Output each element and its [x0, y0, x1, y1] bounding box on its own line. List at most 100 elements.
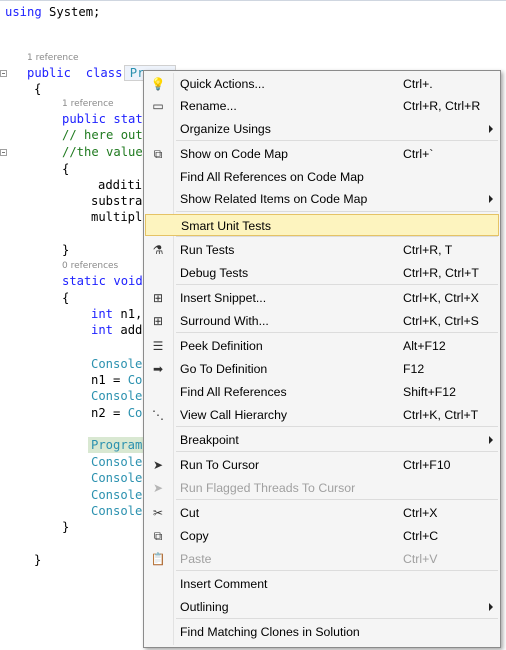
menu-item-run-flagged-threads-to-cursor: ➤Run Flagged Threads To Cursor — [145, 477, 499, 499]
code-map-icon: ⧉ — [153, 146, 163, 161]
console-line-4: Console — [91, 471, 143, 485]
context-menu: 💡Quick Actions...Ctrl+. ▭ Rename... Ctrl+R,… — [143, 70, 501, 648]
codelens-method1-references[interactable]: 1 reference — [62, 99, 114, 109]
submenu-arrow-icon — [489, 603, 493, 611]
menu-item-icon-slot — [149, 599, 167, 615]
editor-top-border — [0, 0, 506, 1]
menu-item-go-to-definition[interactable]: ➡ Go To Definition F12 — [145, 358, 499, 380]
menu-item-label: Show Related Items on Code Map — [180, 192, 368, 206]
goto-definition-icon: ➡ — [152, 362, 164, 376]
menu-item-shortcut: Ctrl+R, Ctrl+R — [403, 99, 481, 113]
menu-separator — [176, 284, 498, 285]
menu-item-shortcut: Ctrl+. — [403, 77, 433, 91]
call-hierarchy-icon: ⋱ — [152, 408, 164, 422]
menu-item-organize-usings[interactable]: Organize Usings — [145, 118, 499, 140]
menu-item-icon-slot — [149, 191, 167, 207]
menu-item-label: Paste — [180, 552, 212, 566]
menu-item-insert-snippet[interactable]: ⊞Insert Snippet...Ctrl+K, Ctrl+X — [145, 287, 499, 309]
menu-item-label: Insert Snippet... — [180, 291, 267, 305]
console-line-2: Console — [91, 389, 143, 403]
cursor-icon: ➤ — [152, 458, 164, 472]
menu-item-shortcut: Ctrl+K, Ctrl+T — [403, 408, 479, 422]
menu-item-shortcut: F12 — [403, 362, 425, 376]
highlight-program-call — [88, 437, 148, 453]
menu-item-show-related-items-on-code-map[interactable]: Show Related Items on Code Map — [145, 188, 499, 210]
menu-separator — [176, 570, 498, 571]
collapse-class-toggle[interactable] — [0, 70, 7, 77]
menu-item-shortcut: Ctrl+K, Ctrl+S — [403, 314, 479, 328]
menu-item-insert-comment[interactable]: Insert Comment — [145, 573, 499, 595]
menu-item-smart-unit-tests[interactable]: Smart Unit Tests — [145, 214, 499, 236]
menu-item-label: Peek Definition — [180, 339, 263, 353]
menu-separator — [176, 451, 498, 452]
menu-item-show-on-code-map[interactable]: ⧉ Show on Code Map Ctrl+` — [145, 143, 499, 165]
menu-separator — [176, 499, 498, 500]
menu-item-surround-with[interactable]: ⊞ Surround With... Ctrl+K, Ctrl+S — [145, 310, 499, 332]
menu-item-quick-actions[interactable]: 💡Quick Actions...Ctrl+. — [145, 73, 499, 95]
collapse-comment-toggle[interactable] — [0, 149, 7, 156]
menu-item-label: Organize Usings — [180, 122, 271, 136]
console-line-6: Console — [91, 504, 143, 518]
menu-item-find-all-references[interactable]: Find All References Shift+F12 — [145, 381, 499, 403]
assign-line-2: n2 = Co — [91, 406, 143, 420]
menu-item-find-all-references-on-code-map[interactable]: Find All References on Code Map — [145, 166, 499, 188]
using-line: using System; — [5, 5, 101, 19]
menu-item-icon-slot — [149, 169, 167, 185]
menu-item-shortcut: Ctrl+R, T — [403, 243, 453, 257]
decl-line-2: int add — [91, 323, 143, 337]
class-brace-close: } — [34, 553, 42, 567]
menu-item-label: Run Tests — [180, 243, 235, 257]
submenu-arrow-icon — [489, 436, 493, 444]
peek-icon: ☰ — [152, 339, 164, 353]
code-line-substra: substra — [91, 194, 143, 208]
assign-line-1: n1 = Co — [91, 373, 143, 387]
menu-item-icon-slot — [149, 265, 167, 281]
menu-item-label: Go To Definition — [180, 362, 268, 376]
menu-item-label: Find All References — [180, 385, 287, 399]
menu-separator — [176, 618, 498, 619]
lightbulb-icon: 💡 — [150, 77, 166, 91]
menu-item-outlining[interactable]: Outlining — [145, 596, 499, 618]
codelens-class-references[interactable]: 1 reference — [27, 53, 79, 63]
menu-item-icon-slot — [149, 121, 167, 137]
menu-separator — [176, 211, 498, 212]
comment-line-1: // here out — [62, 128, 143, 142]
menu-item-icon-slot — [149, 576, 167, 592]
menu-item-label: Breakpoint — [180, 433, 239, 447]
menu-item-label: Rename... — [180, 99, 237, 113]
menu-item-icon-slot — [149, 384, 167, 400]
menu-item-shortcut: Shift+F12 — [403, 385, 456, 399]
code-line-additi: additi — [98, 178, 143, 192]
menu-item-icon-slot — [150, 218, 168, 234]
surround-icon: ⊞ — [152, 314, 164, 328]
menu-item-find-matching-clones-in-solution[interactable]: Find Matching Clones in Solution — [145, 621, 499, 643]
menu-icon-column — [173, 73, 174, 645]
console-line-5: Console — [91, 488, 143, 502]
menu-item-label: Show on Code Map — [180, 147, 289, 161]
console-line-1: Console — [91, 357, 143, 371]
decl-line-1: int n1, — [91, 307, 143, 321]
menu-separator — [176, 236, 498, 237]
menu-item-label: Debug Tests — [180, 266, 249, 280]
menu-item-label: Smart Unit Tests — [181, 219, 271, 233]
menu-item-label: Surround With... — [180, 314, 269, 328]
menu-item-label: Copy — [180, 529, 209, 543]
menu-item-label: Find Matching Clones in Solution — [180, 625, 360, 639]
method2-declaration: static void — [62, 274, 143, 288]
method2-brace-open: { — [62, 291, 70, 305]
menu-item-breakpoint[interactable]: Breakpoint — [145, 429, 499, 451]
menu-item-label: Cut — [180, 506, 200, 520]
rename-icon: ▭ — [152, 99, 164, 113]
menu-item-shortcut: Ctrl+` — [403, 147, 434, 161]
menu-item-rename[interactable]: ▭ Rename... Ctrl+R, Ctrl+R — [145, 95, 499, 117]
codelens-method2-references[interactable]: 0 references — [62, 261, 119, 271]
